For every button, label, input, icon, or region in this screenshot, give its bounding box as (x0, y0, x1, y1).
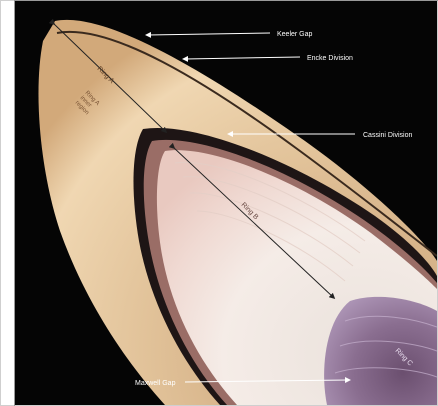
rings-image: Keeler Gap Encke Division Cassini Divisi… (15, 1, 437, 405)
ring-c-shape (324, 297, 437, 405)
encke-division-label: Encke Division (307, 55, 353, 62)
maxwell-gap-label: Maxwell Gap (135, 380, 176, 387)
cassini-division-label: Cassini Division (363, 132, 413, 139)
keeler-gap-label: Keeler Gap (277, 31, 313, 38)
rings-svg: Keeler Gap Encke Division Cassini Divisi… (15, 1, 437, 405)
